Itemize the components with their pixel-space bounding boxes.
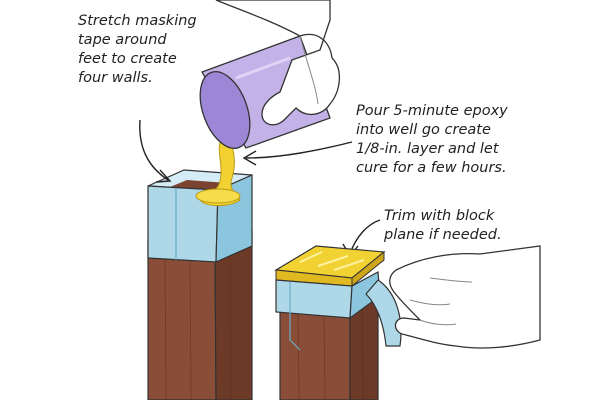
right-tape-icon: [275, 271, 402, 351]
epoxy-pour-icon: [195, 131, 241, 207]
pointer-pour: [245, 141, 353, 159]
cured-epoxy-icon: [274, 245, 386, 288]
pointer-pour-head: [242, 150, 257, 166]
top-hand-icon: [215, 0, 340, 126]
right-hand-icon: [389, 245, 541, 349]
left-tape-icon: [147, 169, 253, 263]
callout-pour-label: Pour 5-minute epoxy into well go create …: [356, 103, 508, 176]
callout-trim-label: Trim with block plane if needed.: [384, 208, 502, 243]
left-leg-icon: [147, 229, 253, 401]
pointer-tape-head: [155, 169, 172, 183]
callout-tape-label: Stretch masking tape around feet to crea…: [78, 13, 197, 86]
pointer-tape: [139, 119, 169, 181]
